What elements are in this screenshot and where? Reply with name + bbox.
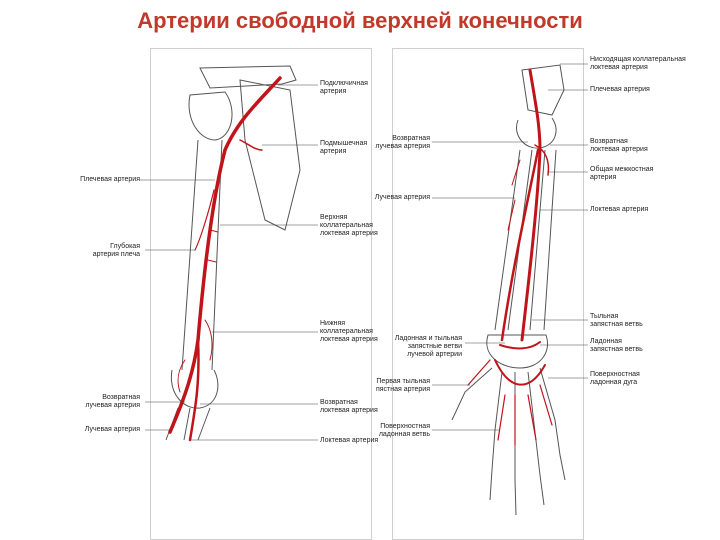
label-radial-artery-right: Лучевая артерия bbox=[374, 194, 430, 201]
page-title: Артерии свободной верхней конечности bbox=[137, 8, 583, 33]
label-ulnar-artery: Локтевая артерия bbox=[320, 437, 379, 444]
label-radial-artery: Лучевая артерия bbox=[84, 426, 140, 433]
left-leader-lines bbox=[140, 84, 318, 441]
right-bones bbox=[451, 64, 566, 516]
label-ulnar-artery-right: Локтевая артерия bbox=[590, 206, 649, 213]
left-bones bbox=[165, 65, 301, 441]
label-brachial-artery-right: Плечевая артерия bbox=[590, 86, 650, 93]
right-arteries bbox=[467, 68, 553, 446]
right-leader-lines bbox=[432, 63, 588, 431]
left-arteries bbox=[168, 76, 282, 442]
label-brachial-artery: Плечевая артерия bbox=[80, 176, 140, 183]
